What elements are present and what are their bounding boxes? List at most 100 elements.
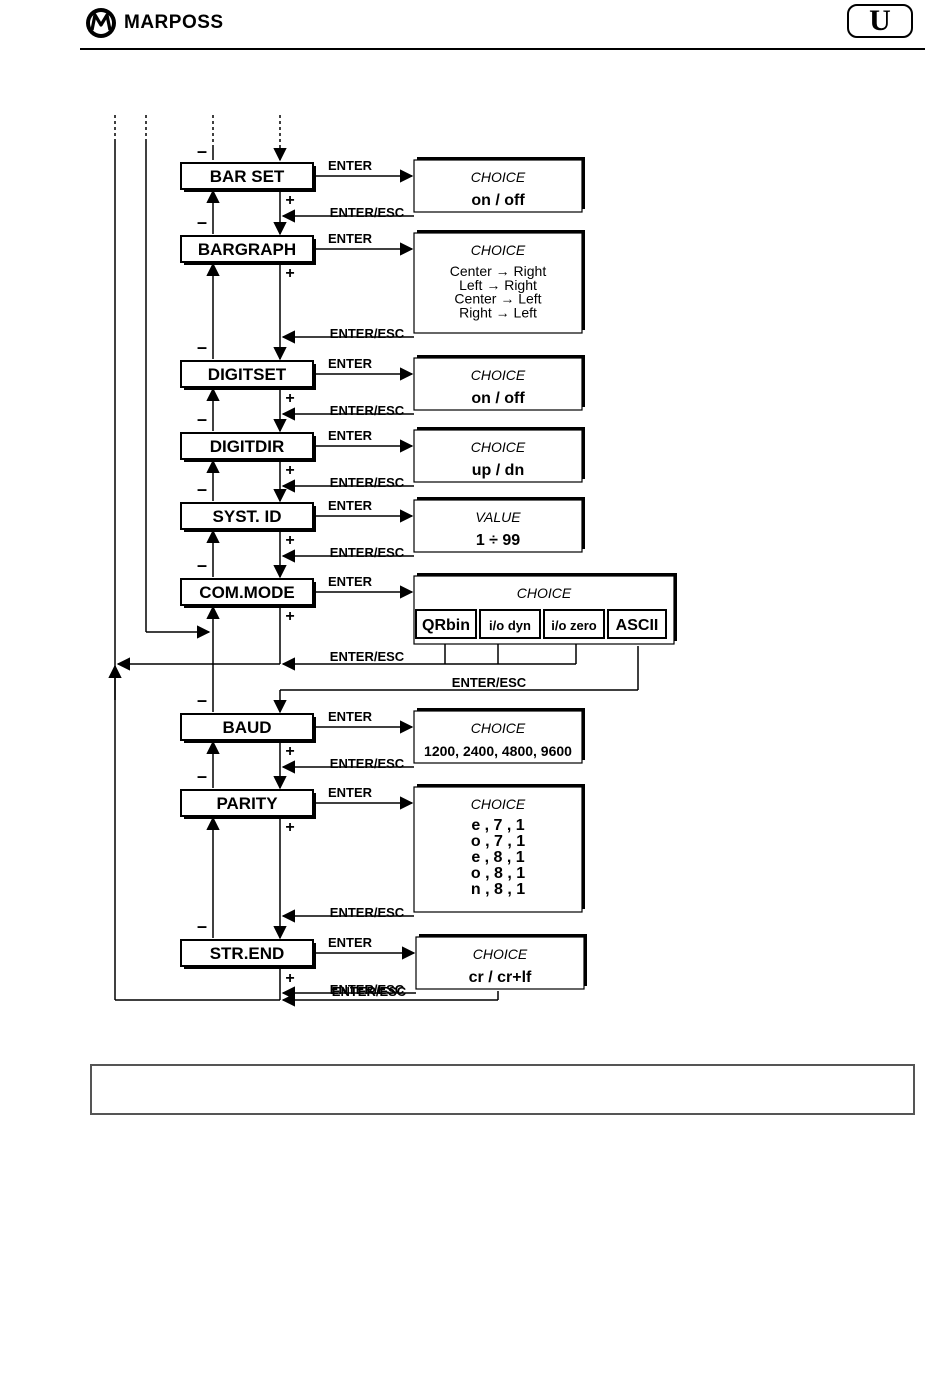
option-value: Left → Right xyxy=(459,277,537,293)
plus-sign: + xyxy=(285,819,294,836)
enter-esc-label: ENTER/ESC xyxy=(330,326,405,341)
plus-sign: + xyxy=(285,608,294,625)
menu-item-label: BAUD xyxy=(222,718,271,737)
enter-label: ENTER xyxy=(328,574,373,589)
option-value: Right → Left xyxy=(459,304,537,320)
option-box: CHOICE on / off xyxy=(413,355,585,411)
enter-esc-label: ENTER/ESC xyxy=(330,205,405,220)
menu-item-bargraph: BARGRAPH xyxy=(180,235,316,265)
enter-esc-label: ENTER/ESC xyxy=(330,756,405,771)
plus-sign: + xyxy=(285,462,294,479)
option-2: i/o zero xyxy=(551,618,597,633)
enter-label: ENTER xyxy=(328,231,373,246)
option-box: VALUE 1 ÷ 99 xyxy=(413,497,585,553)
minus-sign: – xyxy=(197,690,207,710)
option-0: QRbin xyxy=(422,617,470,634)
option-value: up / dn xyxy=(472,462,524,479)
minus-sign: – xyxy=(197,409,207,429)
option-box: CHOICE on / off xyxy=(413,157,585,213)
option-box-title: CHOICE xyxy=(471,439,526,455)
marposs-logo-mark-icon xyxy=(86,8,116,38)
enter-esc-label: ENTER/ESC xyxy=(330,982,405,997)
option-value: e , 7 , 1 xyxy=(471,817,524,834)
option-box: CHOICE up / dn xyxy=(413,427,585,483)
menu-item-syst-id: SYST. ID xyxy=(180,502,316,532)
menu-item-baud: BAUD xyxy=(180,713,316,743)
enter-esc-label: ENTER/ESC xyxy=(332,984,407,999)
plus-sign: + xyxy=(285,743,294,760)
header-rule xyxy=(80,48,925,50)
minus-sign: – xyxy=(197,555,207,575)
menu-item-label: SYST. ID xyxy=(213,507,282,526)
option-box-title: VALUE xyxy=(475,509,521,525)
menu-item-label: DIGITSET xyxy=(208,365,287,384)
option-value: Center → Left xyxy=(454,291,541,307)
enter-esc-label: ENTER/ESC xyxy=(330,475,405,490)
option-value: 1200, 2400, 4800, 9600 xyxy=(424,743,572,759)
option-box-title: CHOICE xyxy=(471,720,526,736)
enter-esc-label: ENTER/ESC xyxy=(452,675,527,690)
minus-sign: – xyxy=(197,141,207,161)
option-value: 1 ÷ 99 xyxy=(476,532,520,549)
option-value: n , 8 , 1 xyxy=(471,881,525,898)
plus-sign: + xyxy=(285,532,294,549)
menu-item-label: STR.END xyxy=(210,944,285,963)
menu-item-label: DIGITDIR xyxy=(210,437,285,456)
note-box xyxy=(90,1064,915,1115)
option-box-title: CHOICE xyxy=(517,585,572,601)
option-box-title: CHOICE xyxy=(471,169,526,185)
minus-sign: – xyxy=(197,337,207,357)
option-1: i/o dyn xyxy=(489,618,531,633)
option-value: on / off xyxy=(471,390,525,407)
enter-label: ENTER xyxy=(328,785,373,800)
enter-esc-label: ENTER/ESC xyxy=(330,905,405,920)
enter-label: ENTER xyxy=(328,158,373,173)
option-box: CHOICE cr / cr+lf xyxy=(415,934,587,990)
option-box-title: CHOICE xyxy=(473,946,528,962)
option-box: CHOICE e , 7 , 1o , 7 , 1e , 8 , 1o , 8 ,… xyxy=(413,784,585,913)
menu-item-label: BARGRAPH xyxy=(198,240,296,259)
option-value: on / off xyxy=(471,192,525,209)
minus-sign: – xyxy=(197,766,207,786)
enter-label: ENTER xyxy=(328,428,373,443)
option-value: o , 7 , 1 xyxy=(471,833,525,850)
option-box: CHOICE 1200, 2400, 4800, 9600 xyxy=(413,708,585,764)
option-box: CHOICE QRbin i/o dyn i/o zero ASCII xyxy=(413,573,677,645)
option-3: ASCII xyxy=(616,617,659,634)
option-box-title: CHOICE xyxy=(471,367,526,383)
option-value: o , 8 , 1 xyxy=(471,865,525,882)
plus-sign: + xyxy=(285,970,294,987)
plus-sign: + xyxy=(285,265,294,282)
menu-item-digitdir: DIGITDIR xyxy=(180,432,316,462)
enter-label: ENTER xyxy=(328,709,373,724)
menu-item-label: PARITY xyxy=(216,794,278,813)
brand-name: MARPOSS xyxy=(124,12,224,33)
enter-label: ENTER xyxy=(328,935,373,950)
plus-sign: + xyxy=(285,192,294,209)
minus-sign: – xyxy=(197,916,207,936)
menu-item-digitset: DIGITSET xyxy=(180,360,316,390)
enter-esc-label: ENTER/ESC xyxy=(330,545,405,560)
plus-sign: + xyxy=(285,390,294,407)
enter-label: ENTER xyxy=(328,498,373,513)
menu-item-parity: PARITY xyxy=(180,789,316,819)
option-box-title: CHOICE xyxy=(471,242,526,258)
option-box-title: CHOICE xyxy=(471,796,526,812)
menu-item-label: COM.MODE xyxy=(199,583,294,602)
menu-item-com-mode: COM.MODE xyxy=(180,578,316,608)
enter-label: ENTER xyxy=(328,356,373,371)
option-value: cr / cr+lf xyxy=(469,969,532,986)
minus-sign: – xyxy=(197,212,207,232)
option-value: e , 8 , 1 xyxy=(471,849,524,866)
minus-sign: – xyxy=(197,479,207,499)
menu-item-bar-set: BAR SET xyxy=(180,162,316,192)
menu-item-str-end: STR.END xyxy=(180,939,316,969)
chapter-badge: U xyxy=(847,4,913,38)
marposs-logo: MARPOSS xyxy=(84,4,224,42)
enter-esc-label: ENTER/ESC xyxy=(330,649,405,664)
menu-item-label: BAR SET xyxy=(210,167,285,186)
enter-esc-label: ENTER/ESC xyxy=(330,403,405,418)
option-value: Center → Right xyxy=(450,263,547,279)
